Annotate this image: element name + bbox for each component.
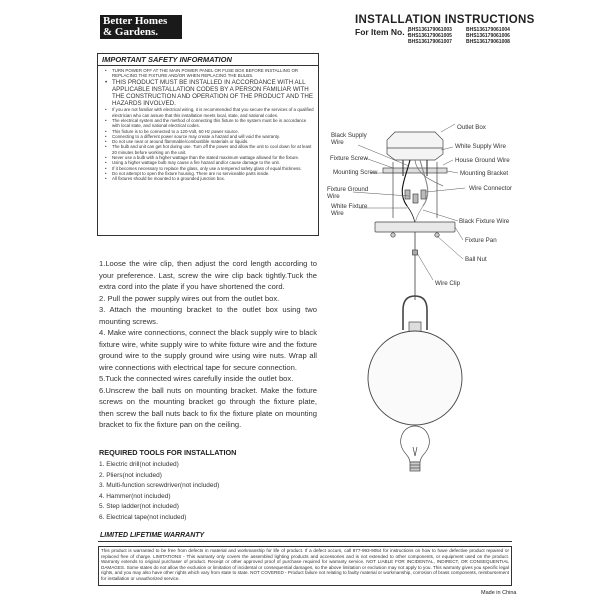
safety-item: Connecting to a different power source m… (102, 134, 314, 140)
safety-item: This fixture is to be connected to a 120… (102, 129, 314, 135)
item-number: BHS136179061005 (408, 33, 452, 40)
label-black-fixture-wire: Black Fixture Wire (459, 218, 510, 225)
fixture-diagram-svg (352, 123, 466, 472)
item-number: BHS136179061006 (466, 33, 510, 40)
wire-connector-shape (404, 189, 411, 200)
label-black-supply-wire: Black Supply Wire (331, 132, 367, 146)
step-text: 5.Tuck the connected wires carefully ins… (99, 374, 294, 383)
safety-item: Using a higher wattage bulb may cause a … (102, 160, 314, 166)
socket (408, 321, 422, 333)
installation-steps: 1.Loose the wire clip, then adjust the c… (99, 258, 317, 431)
label-mounting-bracket: Mounting Bracket (460, 170, 509, 177)
item-number: BHS136179061007 (408, 39, 452, 46)
brand-line-1: Better Homes (103, 15, 168, 27)
step-text: 1.Loose the wire clip, then adjust the c… (99, 259, 317, 291)
step-text: 3. Attach the mounting bracket to the ou… (99, 305, 317, 326)
item-number: BHS136179061008 (466, 39, 510, 46)
outlet-box-shape (386, 131, 444, 161)
tool-item: 2. Pliers(not included) (99, 471, 162, 479)
fixture-diagram: Outlet Box Black Supply Wire White Suppl… (325, 110, 515, 480)
label-house-ground-wire: House Ground Wire (455, 157, 510, 164)
label-mounting-screw: Mounting Screw (333, 169, 378, 176)
label-fixture-ground-wire: Fixture Ground Wire (327, 186, 369, 200)
safety-title: IMPORTANT SAFETY INFORMATION (98, 55, 318, 66)
ball-nut-left (390, 232, 396, 238)
step-text: 4. Make wire connections, connect the bl… (99, 328, 317, 372)
step-text: 6.Unscrew the ball nuts on mounting brac… (99, 385, 317, 430)
tool-item: 1. Electric drill(not included) (99, 461, 179, 468)
item-numbers-col-1: BHS136179061003 BHS136179061005 BHS13617… (408, 27, 452, 46)
mounting-bracket-shape (382, 167, 448, 174)
tool-item: 6. Electrical tape(not included) (99, 513, 187, 521)
label-wire-clip: Wire Clip (435, 280, 461, 287)
safety-item: TURN POWER OFF AT THE MAIN POWER PANEL O… (102, 68, 314, 79)
item-number-label: For Item No. : (355, 27, 410, 37)
label-ball-nut: Ball Nut (465, 256, 487, 263)
fixture-pan-shape (374, 221, 456, 233)
step-text: 2. Pull the power supply wires out from … (99, 293, 280, 303)
safety-item: Do not use near or around flammable/comb… (102, 139, 314, 145)
safety-item: The electrical system and the method of … (102, 118, 314, 129)
warranty-divider (98, 541, 512, 542)
label-wire-connector: Wire Connector (469, 185, 512, 192)
safety-item: If you are not familiar with electrical … (102, 107, 314, 118)
safety-list: TURN POWER OFF AT THE MAIN POWER PANEL O… (102, 68, 314, 182)
label-white-supply-wire: White Supply Wire (455, 143, 506, 150)
tools-title: REQUIRED TOOLS FOR INSTALLATION (99, 448, 237, 457)
safety-item: THIS PRODUCT MUST BE INSTALLED IN ACCORD… (102, 79, 314, 108)
glass-globe (367, 330, 463, 426)
safety-item: The bulb and unit can get hot during use… (102, 144, 314, 155)
bulb (400, 425, 430, 463)
safety-item: If it becomes necessary to replace the g… (102, 166, 314, 172)
wire-clip-shape (412, 249, 418, 256)
hanger-arch (402, 295, 428, 330)
label-fixture-screw: Fixture Screw (330, 155, 368, 162)
item-numbers-col-2: BHS136179061004 BHS136179061006 BHS13617… (466, 27, 510, 46)
item-number: BHS136179061003 (408, 27, 452, 33)
tools-list: 1. Electric drill(not included) 2. Plier… (99, 460, 219, 524)
safety-item: All fixtures should be mounted to a grou… (102, 176, 314, 182)
tool-item: 4. Hammer(not included) (99, 492, 171, 500)
label-outlet-box: Outlet Box (457, 124, 486, 131)
warranty-title: LIMITED LIFETIME WARRANTY (100, 532, 205, 539)
safety-item: Never use a bulb with a higher wattage t… (102, 155, 314, 161)
brand-line-2: & Gardens. (103, 26, 158, 38)
ball-nut-right (434, 232, 440, 238)
label-white-fixture-wire: White Fixture Wire (331, 203, 368, 217)
made-in-label: Made in China (481, 590, 517, 596)
item-number: BHS136179061004 (466, 27, 510, 33)
warranty-text: This product is warranted to be free fro… (98, 546, 512, 586)
page-title: INSTALLATION INSTRUCTIONS (355, 14, 535, 26)
label-fixture-pan: Fixture Pan (465, 237, 497, 244)
tool-item: 3. Multi-function screwdriver(not includ… (99, 482, 220, 490)
brand-logo: Better Homes & Gardens. (100, 15, 182, 39)
safety-item: Do not attempt to open the fixture housi… (102, 171, 314, 177)
tool-item: 5. Step ladder(not included) (99, 503, 179, 511)
safety-info-box: IMPORTANT SAFETY INFORMATION TURN POWER … (97, 53, 319, 236)
